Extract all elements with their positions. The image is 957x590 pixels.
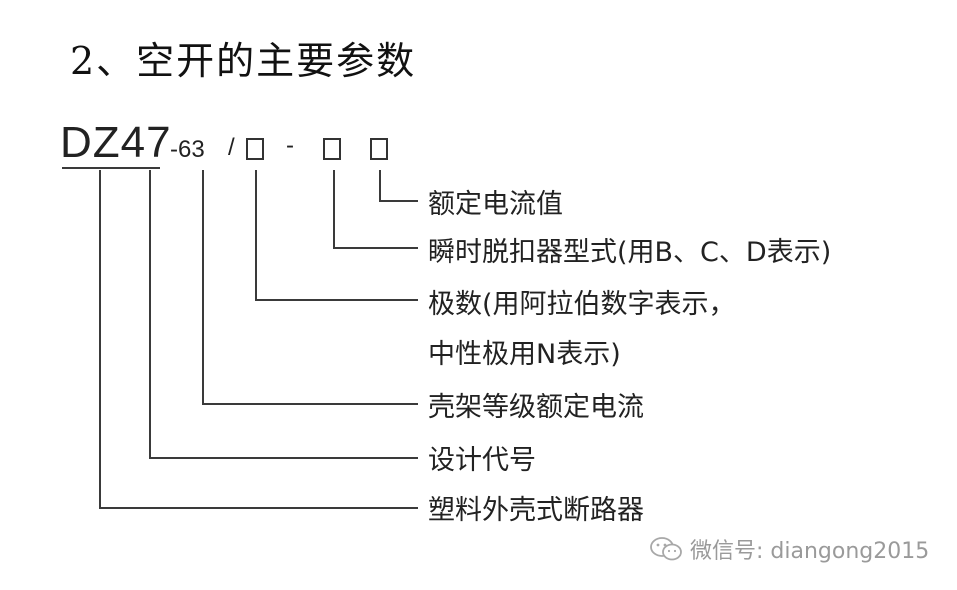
wechat-icon — [650, 537, 682, 561]
leader-rated-current — [379, 170, 418, 202]
trip-type-box — [323, 138, 341, 160]
watermark-text: 微信号: diangong2015 — [690, 539, 930, 564]
code-slash: / — [228, 134, 235, 161]
desc-poles: 极数(用阿拉伯数字表示， — [428, 289, 736, 320]
page-title: 2、空开的主要参数 — [70, 39, 417, 83]
desc-rated-current: 额定电流值 — [428, 189, 563, 220]
leader-frame-current — [202, 170, 418, 405]
leader-poles — [255, 170, 418, 301]
rated-current-box — [370, 138, 388, 160]
poles-box — [246, 138, 264, 160]
desc-mccb: 塑料外壳式断路器 — [428, 495, 644, 526]
watermark: 微信号: diangong2015 — [648, 533, 929, 565]
desc-frame-current: 壳架等级额定电流 — [428, 392, 644, 423]
leader-mccb — [99, 170, 418, 509]
leader-design-code — [149, 170, 418, 459]
desc-design-code: 设计代号 — [428, 445, 536, 476]
code-dash: - — [286, 132, 294, 159]
desc-trip-type: 瞬时脱扣器型式(用B、C、D表示) — [428, 237, 832, 268]
desc-poles-cont: 中性极用N表示) — [428, 339, 621, 370]
leader-trip-type — [333, 170, 418, 249]
code-series: DZ47 — [60, 118, 172, 167]
code-frame-current: -63 — [170, 136, 205, 163]
